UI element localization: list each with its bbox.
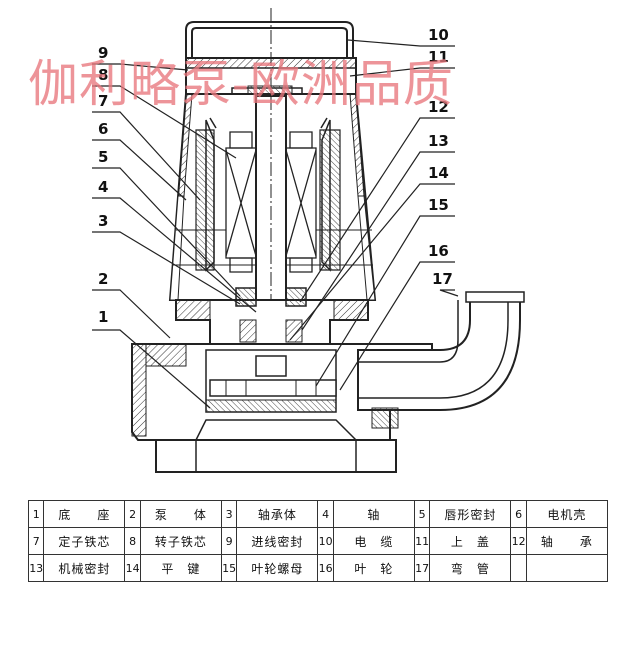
- callout-10: 10: [428, 26, 449, 44]
- part-number: 12: [510, 527, 527, 555]
- impeller: [209, 379, 337, 397]
- part-name: 机械密封: [43, 554, 126, 582]
- part-name: 上 盖: [429, 527, 512, 555]
- part-number: 3: [220, 500, 238, 528]
- part-number: 8: [124, 527, 141, 555]
- part-number: [510, 554, 527, 582]
- part-number: 4: [317, 500, 334, 528]
- legend-row: 13 机械密封 14 平 键 15 叶轮螺母 16 叶 轮 17 弯 管: [27, 554, 609, 582]
- callout-5: 5: [98, 148, 108, 166]
- part-name: 弯 管: [429, 554, 512, 582]
- part-number: 5: [413, 500, 431, 528]
- part-name: 轴承体: [236, 500, 319, 528]
- callout-2: 2: [98, 270, 108, 288]
- callout-13: 13: [428, 132, 449, 150]
- callout-17: 17: [432, 270, 453, 288]
- part-number: 7: [27, 527, 45, 555]
- part-name: 叶轮螺母: [236, 554, 319, 582]
- part-number: 10: [317, 527, 334, 555]
- part-name: [525, 554, 609, 582]
- part-number: 11: [413, 527, 431, 555]
- part-name: 底 座: [43, 500, 126, 528]
- cable: [185, 21, 354, 90]
- parts-legend-table: 1 底 座 2 泵 体 3 轴承体 4 轴 5 唇形密封 6 电机壳 7 定子铁…: [27, 500, 609, 582]
- part-number: 2: [124, 500, 141, 528]
- part-name: 定子铁芯: [43, 527, 126, 555]
- base: [155, 419, 397, 473]
- callout-12: 12: [428, 98, 449, 116]
- callout-1: 1: [98, 308, 108, 326]
- part-number: 15: [220, 554, 238, 582]
- callout-7: 7: [98, 92, 108, 110]
- callout-8: 8: [98, 66, 108, 84]
- part-name: 电 缆: [332, 527, 415, 555]
- part-number: 1: [27, 500, 45, 528]
- part-name: 轴 承: [525, 527, 609, 555]
- part-number: 16: [317, 554, 334, 582]
- elbow-pipe: [357, 291, 525, 429]
- part-name: 平 键: [139, 554, 222, 582]
- part-number: 13: [27, 554, 45, 582]
- callout-16: 16: [428, 242, 449, 260]
- callout-6: 6: [98, 120, 108, 138]
- callout-11: 11: [428, 48, 449, 66]
- callout-9: 9: [98, 44, 108, 62]
- part-name: 轴: [332, 500, 415, 528]
- part-number: 14: [124, 554, 141, 582]
- part-name: 泵 体: [139, 500, 222, 528]
- legend-row: 7 定子铁芯 8 转子铁芯 9 进线密封 10 电 缆 11 上 盖 12 轴 …: [27, 527, 609, 555]
- part-name: 电机壳: [525, 500, 609, 528]
- part-name: 转子铁芯: [139, 527, 222, 555]
- callout-3: 3: [98, 212, 108, 230]
- part-number: 9: [220, 527, 238, 555]
- part-name: 唇形密封: [429, 500, 512, 528]
- callout-15: 15: [428, 196, 449, 214]
- part-number: 6: [510, 500, 527, 528]
- leader-lines: [92, 39, 459, 409]
- rotor-core: [225, 131, 317, 273]
- pump-cross-section-diagram: 1 2 3 4 5 6 7 8 9 10 11 12 13 14 15 16 1…: [92, 8, 525, 473]
- legend-row: 1 底 座 2 泵 体 3 轴承体 4 轴 5 唇形密封 6 电机壳: [27, 500, 609, 528]
- part-name: 进线密封: [236, 527, 319, 555]
- callout-14: 14: [428, 164, 449, 182]
- stator-core: [195, 117, 341, 272]
- callout-4: 4: [98, 178, 108, 196]
- part-name: 叶 轮: [332, 554, 415, 582]
- callout-labels: 1 2 3 4 5 6 7 8 9 10 11 12 13 14 15 16 1…: [98, 26, 453, 326]
- part-number: 17: [413, 554, 431, 582]
